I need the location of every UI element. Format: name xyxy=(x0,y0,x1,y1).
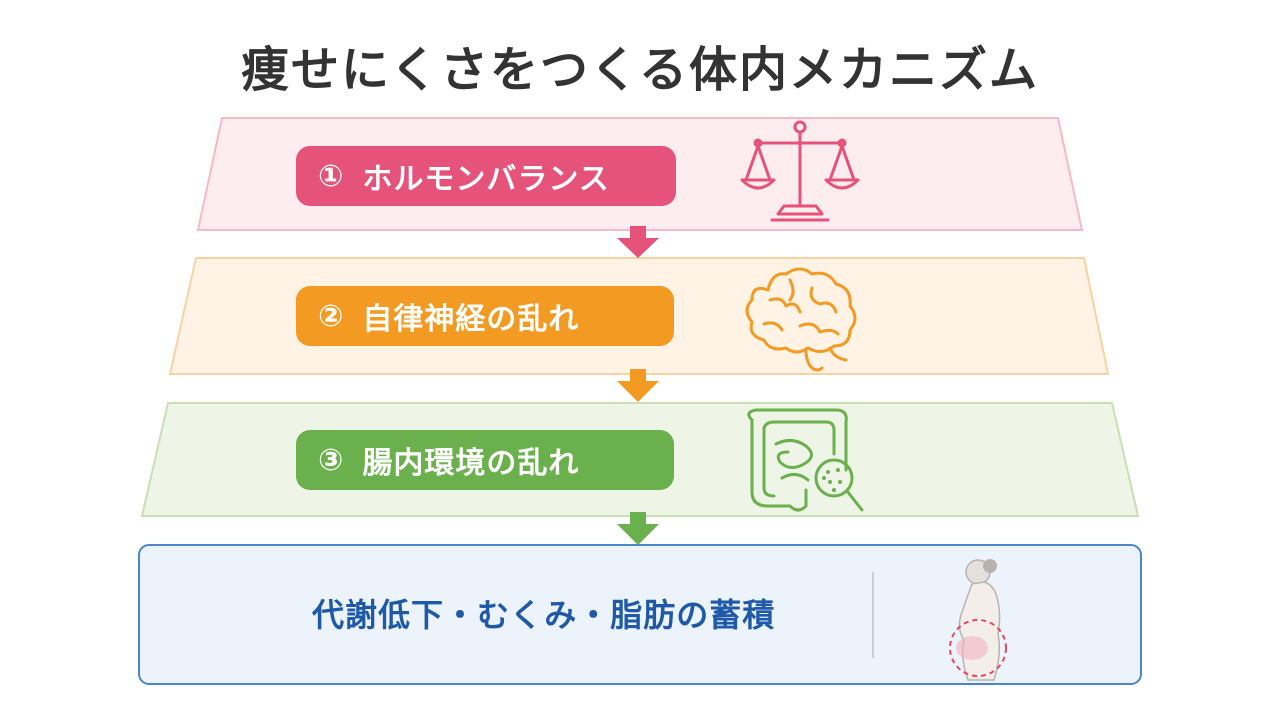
step-1-number: ① xyxy=(318,158,345,194)
step-3-label-pill: ③ 腸内環境の乱れ xyxy=(296,430,674,490)
arrow-2-to-3 xyxy=(617,369,659,402)
step-3-label: 腸内環境の乱れ xyxy=(362,446,580,481)
step-2-label-pill: ② 自律神経の乱れ xyxy=(296,286,674,346)
arrow-3-to-result xyxy=(617,512,659,545)
result-label: 代謝低下・むくみ・脂肪の蓄積 xyxy=(312,596,776,634)
step-2-label: 自律神経の乱れ xyxy=(362,302,580,337)
page-title: 痩せにくさをつくる体内メカニズム xyxy=(240,42,1040,98)
step-2-number: ② xyxy=(318,298,345,334)
brain-icon xyxy=(745,267,857,372)
balance-scale-icon xyxy=(740,120,860,222)
result-box xyxy=(138,544,1142,685)
intestine-magnifier-icon xyxy=(747,408,864,512)
step-1-label-pill: ① ホルモンバランス xyxy=(296,146,676,206)
step-1-label: ホルモンバランス xyxy=(362,162,610,197)
arrow-1-to-2 xyxy=(617,226,659,258)
woman-silhouette-belly-icon xyxy=(949,559,1007,681)
step-3-number: ③ xyxy=(318,442,345,478)
